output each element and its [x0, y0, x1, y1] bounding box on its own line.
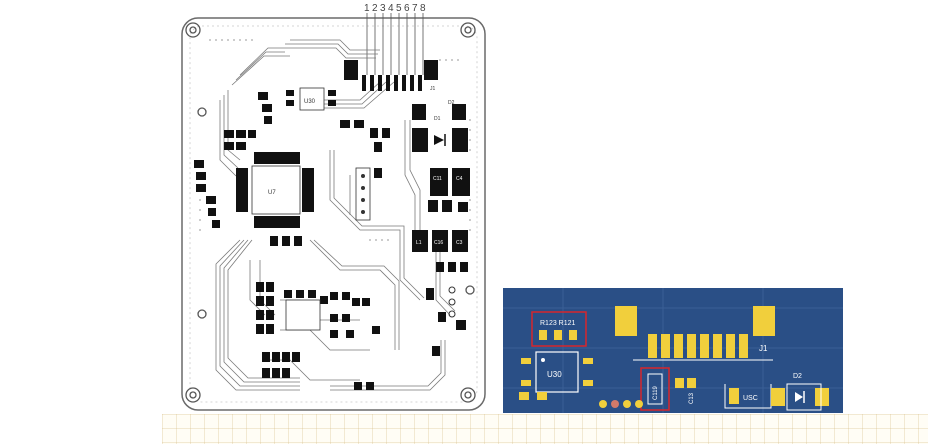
pin-label-1: 1 [364, 3, 370, 14]
pcb-label-c16: C16 [434, 240, 443, 246]
pcb-label-d2: D2 [448, 100, 455, 106]
board-label-small: C13 [689, 392, 695, 404]
pin-label-2: 2 [372, 3, 378, 14]
pcb-label-c4: C4 [456, 176, 463, 182]
pcb-header [355, 167, 382, 221]
pcb-label-u7: U7 [268, 190, 276, 196]
pcb-connector-j1: J1 [344, 60, 438, 92]
board-chip-u30: U30 [519, 351, 593, 400]
pcb-chip-u30: U30 [258, 87, 336, 124]
mounting-holes [185, 22, 476, 403]
grid-background-strip [162, 414, 928, 444]
board-label-u30: U30 [547, 370, 562, 379]
connector-pin-labels: 1 2 3 4 5 6 7 8 [364, 3, 426, 14]
resistor-group-highlight: R123 R121 [531, 311, 587, 347]
pin-label-8: 8 [420, 3, 426, 14]
board-photo: R123 R121 U30 [503, 288, 843, 413]
pcb-power-section: C11 C4 L1 C16 C3 [412, 168, 470, 330]
board-connector-j1: J1 [615, 306, 775, 361]
pcb-label-u30: U30 [304, 99, 316, 105]
board-diode-section: USC D2 [724, 373, 829, 411]
pin-label-6: 6 [404, 3, 410, 14]
pcb-diodes: D2 D1 [412, 100, 468, 152]
pcb-label-d1: D1 [434, 116, 441, 122]
board-small-cap: C13 [675, 378, 696, 404]
capacitor-highlight: C119 [599, 367, 670, 411]
pin-label-5: 5 [396, 3, 402, 14]
board-label-d2: D2 [793, 373, 802, 380]
board-label-j1: J1 [759, 344, 768, 353]
pcb-lower-cluster [256, 282, 440, 390]
board-label-cap: C119 [653, 385, 659, 400]
pcb-chip-u7: U7 [194, 152, 314, 246]
pin-label-4: 4 [388, 3, 394, 14]
board-photo-background [503, 288, 843, 413]
pin-label-7: 7 [412, 3, 418, 14]
pcb-label-j1: J1 [430, 86, 436, 92]
pcb-label-l1: L1 [416, 240, 422, 246]
resistor-labels: R123 R121 [540, 320, 576, 327]
pcb-label-c11: C11 [433, 176, 442, 182]
pcb-label-c3: C3 [456, 240, 463, 246]
board-label-usc: USC [743, 395, 758, 402]
pin-label-3: 3 [380, 3, 386, 14]
